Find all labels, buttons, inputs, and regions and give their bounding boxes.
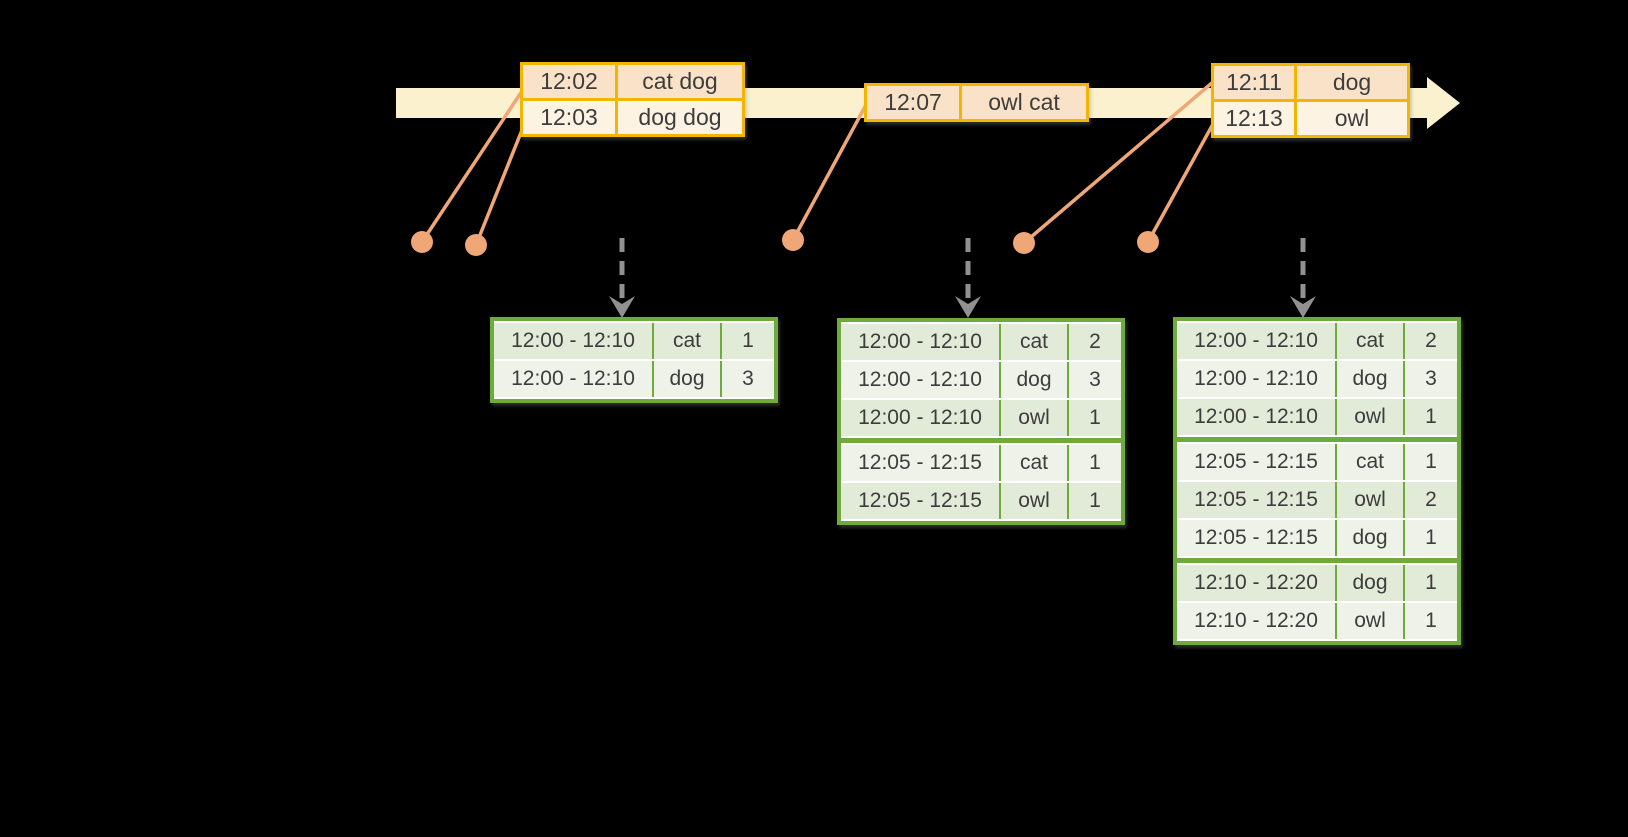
count-cell: 1 <box>1067 445 1121 481</box>
result-row: 12:05 - 12:15 owl 1 <box>841 483 1121 519</box>
result-row: 12:00 - 12:10 cat 2 <box>841 324 1121 360</box>
window-cell: 12:05 - 12:15 <box>1177 520 1335 556</box>
words-cell: owl cat <box>959 83 1089 122</box>
result-row: 12:10 - 12:20 dog 1 <box>1177 565 1457 601</box>
window-cell: 12:10 - 12:20 <box>1177 603 1335 639</box>
result-row: 12:05 - 12:15 cat 1 <box>1177 444 1457 480</box>
word-cell: cat <box>1335 444 1403 480</box>
event-dot-icon <box>465 234 487 256</box>
result-row: 12:05 - 12:15 owl 2 <box>1177 482 1457 518</box>
count-cell: 1 <box>1403 565 1457 601</box>
time-cell: 12:03 <box>520 98 618 137</box>
event-dots <box>411 229 1159 256</box>
event-row: 12:02 cat dog <box>520 62 745 101</box>
count-cell: 3 <box>1403 361 1457 397</box>
timeline-arrowhead-icon <box>1427 77 1460 129</box>
event-table-2: 12:07 owl cat <box>864 83 1089 122</box>
connector-line <box>1146 123 1215 243</box>
word-cell: dog <box>1335 361 1403 397</box>
count-cell: 3 <box>1067 362 1121 398</box>
word-cell: owl <box>1335 399 1403 435</box>
word-cell: dog <box>999 362 1067 398</box>
trigger-arrow-icon <box>955 238 981 318</box>
count-cell: 1 <box>1403 444 1457 480</box>
window-cell: 12:05 - 12:15 <box>1177 444 1335 480</box>
event-row: 12:13 owl <box>1211 99 1410 138</box>
window-group-separator <box>1177 558 1457 563</box>
word-cell: dog <box>652 361 720 397</box>
word-cell: cat <box>999 445 1067 481</box>
window-group-separator <box>841 438 1121 443</box>
window-cell: 12:00 - 12:10 <box>1177 323 1335 359</box>
result-row: 12:05 - 12:15 dog 1 <box>1177 520 1457 556</box>
window-cell: 12:00 - 12:10 <box>841 362 999 398</box>
event-table-3: 12:11 dog 12:13 owl <box>1211 63 1410 138</box>
event-row: 12:07 owl cat <box>864 83 1089 122</box>
time-cell: 12:02 <box>520 62 618 101</box>
trigger-arrow-icon <box>609 238 635 318</box>
count-cell: 2 <box>1403 323 1457 359</box>
result-row: 12:00 - 12:10 cat 2 <box>1177 323 1457 359</box>
window-group-separator <box>1177 437 1457 442</box>
result-row: 12:00 - 12:10 dog 3 <box>1177 361 1457 397</box>
count-cell: 1 <box>1403 603 1457 639</box>
result-table-2: 12:00 - 12:10 cat 2 12:00 - 12:10 dog 3 … <box>837 318 1125 525</box>
word-cell: owl <box>999 400 1067 436</box>
event-row: 12:11 dog <box>1211 63 1410 102</box>
word-cell: cat <box>999 324 1067 360</box>
connector-line <box>791 102 869 241</box>
window-cell: 12:00 - 12:10 <box>841 324 999 360</box>
words-cell: owl <box>1294 99 1410 138</box>
result-row: 12:10 - 12:20 owl 1 <box>1177 603 1457 639</box>
result-row: 12:00 - 12:10 dog 3 <box>841 362 1121 398</box>
words-cell: dog dog <box>615 98 745 137</box>
window-cell: 12:00 - 12:10 <box>1177 399 1335 435</box>
event-dot-icon <box>1137 231 1159 253</box>
words-cell: cat dog <box>615 62 745 101</box>
count-cell: 1 <box>1067 400 1121 436</box>
result-row: 12:05 - 12:15 cat 1 <box>841 445 1121 481</box>
window-cell: 12:00 - 12:10 <box>841 400 999 436</box>
trigger-arrows <box>609 238 1316 318</box>
window-cell: 12:00 - 12:10 <box>494 361 652 397</box>
result-table-1: 12:00 - 12:10 cat 1 12:00 - 12:10 dog 3 <box>490 317 778 403</box>
word-cell: dog <box>1335 520 1403 556</box>
time-cell: 12:07 <box>864 83 962 122</box>
window-cell: 12:00 - 12:10 <box>1177 361 1335 397</box>
count-cell: 1 <box>1067 483 1121 519</box>
event-dot-icon <box>1013 232 1035 254</box>
count-cell: 1 <box>1403 399 1457 435</box>
word-cell: owl <box>1335 482 1403 518</box>
result-row: 12:00 - 12:10 dog 3 <box>494 361 774 397</box>
word-cell: cat <box>1335 323 1403 359</box>
count-cell: 1 <box>1403 520 1457 556</box>
word-cell: cat <box>652 323 720 359</box>
count-cell: 1 <box>720 323 774 359</box>
window-cell: 12:05 - 12:15 <box>841 483 999 519</box>
event-dot-icon <box>411 231 433 253</box>
result-row: 12:00 - 12:10 cat 1 <box>494 323 774 359</box>
count-cell: 3 <box>720 361 774 397</box>
result-row: 12:00 - 12:10 owl 1 <box>1177 399 1457 435</box>
trigger-arrow-icon <box>1290 238 1316 318</box>
window-cell: 12:10 - 12:20 <box>1177 565 1335 601</box>
words-cell: dog <box>1294 63 1410 102</box>
word-cell: owl <box>1335 603 1403 639</box>
window-cell: 12:05 - 12:15 <box>1177 482 1335 518</box>
window-cell: 12:00 - 12:10 <box>494 323 652 359</box>
count-cell: 2 <box>1403 482 1457 518</box>
time-cell: 12:13 <box>1211 99 1297 138</box>
event-table-1: 12:02 cat dog 12:03 dog dog <box>520 62 745 137</box>
word-cell: owl <box>999 483 1067 519</box>
result-row: 12:00 - 12:10 owl 1 <box>841 400 1121 436</box>
time-cell: 12:11 <box>1211 63 1297 102</box>
event-row: 12:03 dog dog <box>520 98 745 137</box>
result-table-3: 12:00 - 12:10 cat 2 12:00 - 12:10 dog 3 … <box>1173 317 1461 645</box>
event-dot-icon <box>782 229 804 251</box>
window-cell: 12:05 - 12:15 <box>841 445 999 481</box>
count-cell: 2 <box>1067 324 1121 360</box>
connector-line <box>474 124 526 246</box>
word-cell: dog <box>1335 565 1403 601</box>
